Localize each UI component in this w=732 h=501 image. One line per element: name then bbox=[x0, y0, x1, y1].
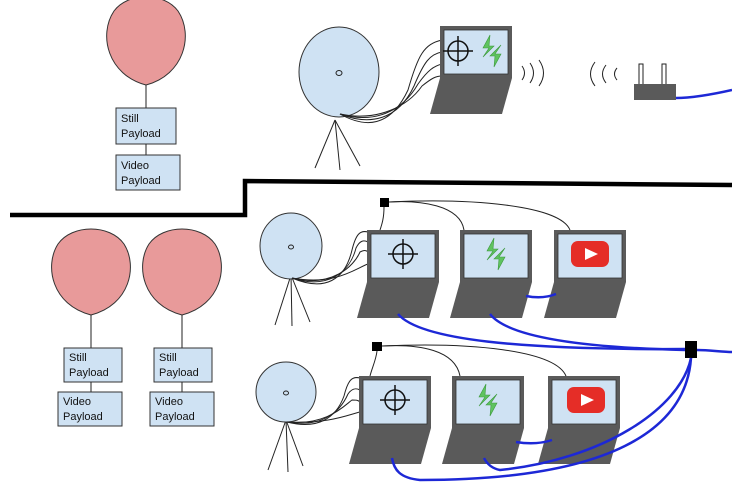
laptop-tracker bbox=[348, 375, 432, 465]
still-payload-box bbox=[63, 347, 123, 383]
video-payload-label-line1: Video bbox=[121, 160, 149, 172]
network-switch bbox=[685, 341, 697, 358]
video-payload-label-line2: Payload bbox=[155, 411, 195, 423]
top-scene: Still Payload Video Payload bbox=[106, 0, 732, 191]
still-payload-label-line1: Still bbox=[159, 352, 177, 364]
data-cables bbox=[379, 200, 571, 231]
dish-cables bbox=[339, 39, 443, 124]
wireless-router-icon bbox=[634, 63, 676, 100]
video-payload-label-line1: Video bbox=[155, 396, 183, 408]
network-cable bbox=[675, 88, 732, 100]
video-payload-label-line2: Payload bbox=[63, 411, 103, 423]
data-cables bbox=[369, 344, 567, 377]
usb-hub bbox=[372, 342, 382, 351]
still-payload-label-line2: Payload bbox=[69, 367, 109, 379]
dish-antenna-icon bbox=[255, 361, 317, 473]
video-payload-box bbox=[57, 391, 123, 427]
video-payload-label-line2: Payload bbox=[121, 175, 161, 187]
bottom-scene: Still Payload Video Payload Still Payloa… bbox=[51, 198, 732, 482]
laptop-tracker bbox=[356, 229, 440, 319]
laptop-tracker bbox=[429, 25, 513, 115]
video-payload-box bbox=[115, 154, 181, 191]
still-payload-label-line2: Payload bbox=[159, 367, 199, 379]
balloon bbox=[106, 0, 186, 86]
balloon bbox=[142, 228, 222, 316]
dish-cables bbox=[286, 377, 361, 425]
radio-waves-icon bbox=[521, 59, 618, 87]
dish-antenna-icon bbox=[259, 212, 323, 327]
usb-hub bbox=[380, 198, 389, 207]
balloon bbox=[51, 228, 131, 316]
video-payload-box bbox=[149, 391, 215, 427]
still-payload-label-line1: Still bbox=[121, 113, 139, 125]
youtube-icon bbox=[567, 387, 605, 413]
dish-antenna-icon bbox=[298, 26, 380, 171]
dish-cables bbox=[291, 231, 369, 285]
network-cables bbox=[390, 292, 732, 482]
still-payload-label-line1: Still bbox=[69, 352, 87, 364]
video-payload-label-line1: Video bbox=[63, 396, 91, 408]
scene-divider bbox=[10, 178, 732, 218]
youtube-icon bbox=[571, 241, 609, 267]
still-payload-box bbox=[153, 347, 213, 383]
still-payload-label-line2: Payload bbox=[121, 128, 161, 140]
